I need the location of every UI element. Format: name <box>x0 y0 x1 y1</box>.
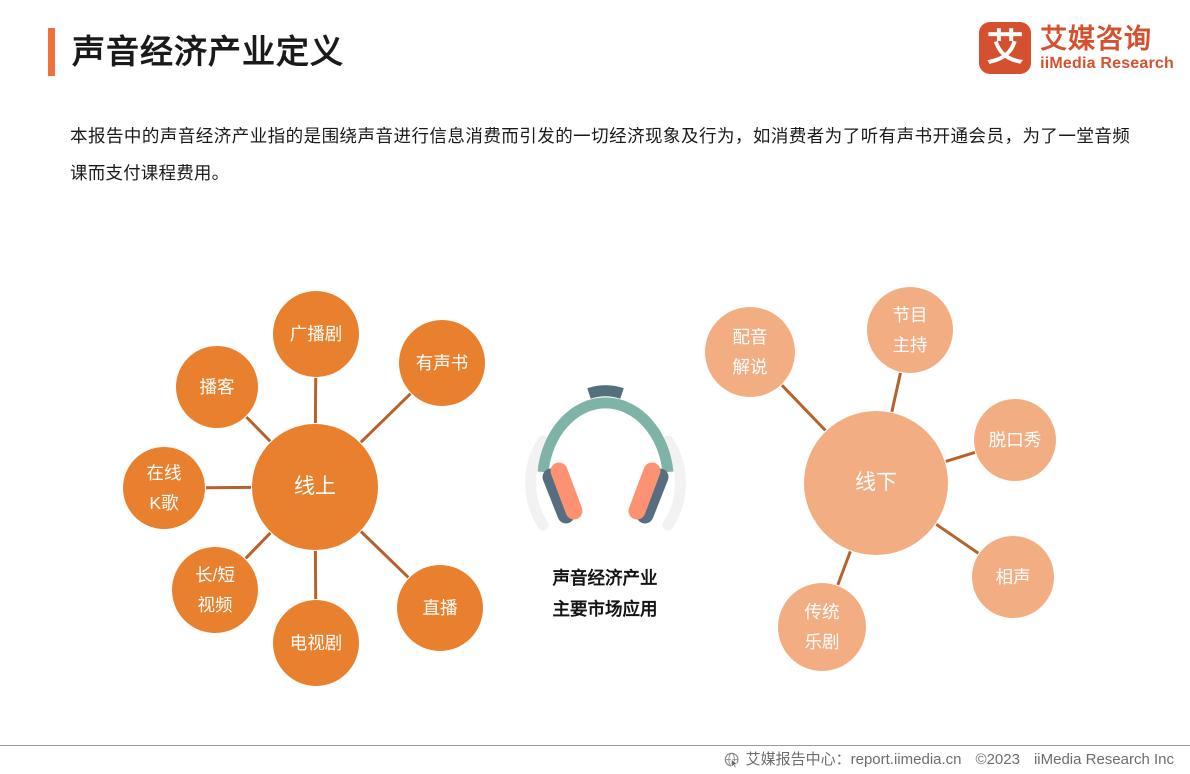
hub-node-label: 线下 <box>855 471 897 494</box>
page-footer: 艾媒报告中心：report.iimedia.cn ©2023 iiMedia R… <box>724 749 1174 771</box>
center-caption-line1: 声音经济产业 <box>552 568 658 588</box>
leaf-node[interactable]: 广播剧 <box>273 291 359 377</box>
leaf-node-label: 视频 <box>197 595 233 615</box>
leaf-node-label: 解说 <box>732 357 768 377</box>
leaf-node-label: 广播剧 <box>289 324 343 344</box>
logo-name-cn: 艾媒咨询 <box>1040 23 1153 54</box>
leaf-node[interactable]: 脱口秀 <box>974 399 1056 481</box>
diagram-edge <box>780 384 827 432</box>
leaf-node-label: 有声书 <box>415 353 469 373</box>
leaf-node[interactable]: 在线 K歌 <box>123 447 205 529</box>
hub-node-offline[interactable]: 线下 <box>804 411 948 555</box>
leaf-node[interactable]: 传统乐剧 <box>778 583 866 671</box>
leaf-node-label: K歌 <box>149 493 179 513</box>
iimedia-logo-icon: 艾 <box>979 22 1032 74</box>
center-caption: 声音经济产业 主要市场应用 <box>505 563 705 625</box>
hub-node-label: 线上 <box>294 475 336 498</box>
footer-company: iiMedia Research Inc <box>1033 751 1174 768</box>
footer-divider <box>0 745 1190 746</box>
diagram-edge <box>836 550 852 586</box>
page-header: 声音经济产业定义 艾 艾媒咨询 iiMedia Research <box>0 0 1190 100</box>
leaf-node-label: 脱口秀 <box>988 430 1042 450</box>
leaf-node[interactable]: 节目主持 <box>867 287 953 373</box>
diagram-edge <box>245 415 272 443</box>
leaf-node[interactable]: 播客 <box>176 346 258 428</box>
diagram-edge <box>890 372 902 413</box>
diagram-edge <box>359 530 410 579</box>
diagram-edges <box>205 372 980 600</box>
footer-source: 艾媒报告中心：report.iimedia.cn <box>745 751 962 768</box>
diagram-edge <box>244 531 272 560</box>
center-illustration-block: 声音经济产业 主要市场应用 <box>505 375 705 675</box>
center-caption-line2: 主要市场应用 <box>552 599 658 619</box>
leaf-node[interactable]: 直播 <box>397 565 483 651</box>
diagram-edge <box>935 523 980 555</box>
logo-name-en: iiMedia Research <box>1040 54 1174 72</box>
leaf-node-label: 在线 <box>146 463 182 483</box>
leaf-node-label: 直播 <box>422 598 458 618</box>
leaf-node-label: 传统 <box>804 602 840 622</box>
leaf-node-label: 长/短 <box>195 565 235 585</box>
diagram-edge <box>359 392 412 444</box>
leaf-node-label: 主持 <box>892 335 928 355</box>
leaf-node-label: 配音 <box>732 327 768 347</box>
leaf-node[interactable]: 电视剧 <box>273 600 359 686</box>
logo-text: 艾媒咨询 iiMedia Research <box>1040 24 1174 73</box>
footer-copyright: ©2023 <box>975 751 1020 768</box>
leaf-node-label: 播客 <box>199 377 235 397</box>
brand-logo: 艾 艾媒咨询 iiMedia Research <box>979 22 1174 74</box>
globe-cursor-icon <box>724 752 739 768</box>
leaf-node[interactable]: 有声书 <box>399 320 485 406</box>
leaf-node-label: 乐剧 <box>804 632 840 652</box>
headphones-icon <box>525 385 686 531</box>
leaf-node[interactable]: 长/短视频 <box>172 547 258 633</box>
leaf-node-label: 节目 <box>892 305 928 325</box>
leaf-node[interactable]: 相声 <box>972 536 1054 618</box>
leaf-node-label: 相声 <box>995 567 1031 587</box>
leaf-node[interactable]: 配音解说 <box>705 307 795 397</box>
hub-node-online[interactable]: 线上 <box>252 424 378 550</box>
diagram-edge <box>945 450 976 463</box>
leaf-node-label: 电视剧 <box>289 633 343 653</box>
title-accent-bar <box>48 28 55 76</box>
page-title: 声音经济产业定义 <box>72 33 344 70</box>
intro-paragraph: 本报告中的声音经济产业指的是围绕声音进行信息消费而引发的一切经济现象及行为，如消… <box>70 126 1130 183</box>
